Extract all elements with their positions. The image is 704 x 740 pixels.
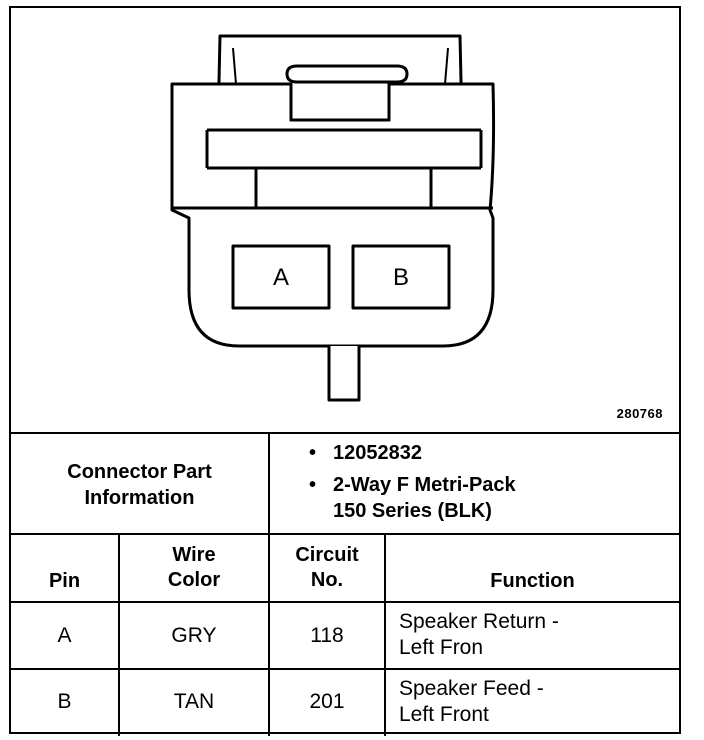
bullet: • (309, 474, 317, 496)
header-wire-color-line1: Wire (172, 544, 216, 566)
row-a-circuit: 118 (310, 623, 344, 647)
header-wire-color: Wire Color (120, 543, 268, 593)
row-a-function-line1: Speaker Return - (399, 610, 559, 633)
header-circuit-line2: No. (310, 569, 344, 591)
row-a-function-line2: Left Fron (399, 636, 484, 659)
connector-part-info-values: • 12052832 • 2-Way F Metri-Pack 150 Seri… (309, 440, 516, 524)
description-line2: 150 Series (BLK) (333, 500, 492, 522)
connector-part-info-line1: Connector Part (67, 460, 212, 483)
divider-diagram-bottom (11, 432, 679, 434)
divider-circuit-column (384, 533, 386, 736)
connector-part-info-label: Connector Part Information (11, 434, 268, 535)
divider-color-column (268, 533, 270, 736)
row-b-function-line1: Speaker Feed - (399, 677, 544, 700)
bullet: • (309, 442, 317, 464)
row-b-wire-color: TAN (173, 690, 215, 713)
header-pin: Pin (48, 570, 81, 592)
header-function: Function (490, 570, 575, 592)
description-item: • 2-Way F Metri-Pack 150 Series (BLK) (309, 472, 516, 524)
header-circuit-no: Circuit No. (270, 543, 384, 593)
row-b-function-line2: Left Front (399, 703, 489, 726)
connector-drawing (170, 34, 496, 402)
header-circuit-line1: Circuit (295, 544, 359, 566)
description-line1: 2-Way F Metri-Pack (333, 474, 516, 496)
divider-info-column (268, 432, 270, 535)
divider-header-bottom (11, 601, 679, 603)
wire-stub (327, 346, 361, 402)
latch-bridge (289, 84, 391, 122)
row-b-circuit: 201 (309, 690, 345, 713)
figure-number: 280768 (616, 406, 663, 421)
row-b-function: Speaker Feed - Left Front (399, 676, 544, 728)
pin-label-b: B (393, 264, 410, 291)
part-number: 12052832 (333, 442, 422, 464)
part-number-item: • 12052832 (309, 440, 516, 466)
connector-part-info-line2: Information (84, 486, 195, 509)
pin-cavity-b (351, 244, 451, 310)
pin-label-a: A (273, 264, 290, 291)
header-wire-color-line2: Color (167, 569, 221, 591)
divider-pin-column (118, 533, 120, 736)
connector-info-frame: A B 280768 Connector Part Information • … (9, 6, 681, 736)
connector-housing (170, 82, 496, 348)
row-a-pin: A (57, 623, 72, 647)
connector-diagram: A B 280768 (11, 8, 679, 434)
row-a-function: Speaker Return - Left Fron (399, 609, 559, 661)
latch-slot (285, 64, 409, 84)
pin-cavity-a (231, 244, 331, 310)
divider-info-bottom (11, 533, 679, 535)
row-a-wire-color: GRY (171, 623, 217, 647)
divider-row-a-bottom (11, 668, 679, 670)
row-b-pin: B (57, 690, 72, 713)
